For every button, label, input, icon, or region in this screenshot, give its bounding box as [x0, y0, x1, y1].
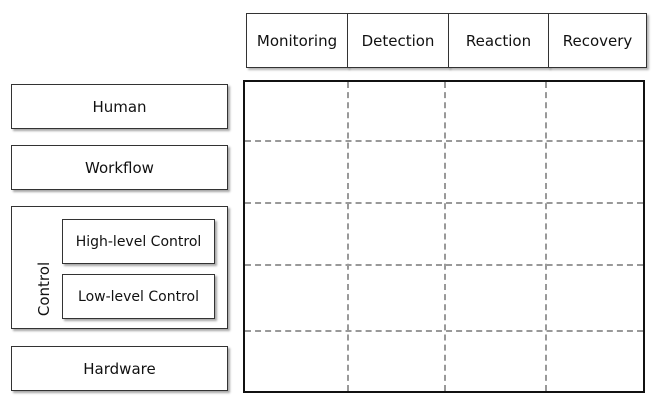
layer-control: Control High-level Control Low-level Con… — [11, 206, 228, 329]
grid-divider-vertical — [545, 82, 547, 391]
layer-workflow: Workflow — [11, 145, 228, 190]
grid-divider-horizontal — [245, 202, 643, 204]
layer-hardware: Hardware — [11, 346, 228, 391]
grid-divider-vertical — [347, 82, 349, 391]
layer-low-level-control: Low-level Control — [62, 274, 215, 319]
column-header-monitoring: Monitoring — [246, 13, 348, 68]
column-header-recovery: Recovery — [548, 13, 647, 68]
matrix-grid — [243, 80, 645, 393]
grid-divider-horizontal — [245, 330, 643, 332]
control-label: Control — [35, 261, 53, 317]
grid-divider-horizontal — [245, 264, 643, 266]
grid-divider-horizontal — [245, 140, 643, 142]
column-header-detection: Detection — [347, 13, 449, 68]
column-header-reaction: Reaction — [448, 13, 549, 68]
grid-divider-vertical — [444, 82, 446, 391]
layer-high-level-control: High-level Control — [62, 219, 215, 264]
layer-human: Human — [11, 84, 228, 129]
